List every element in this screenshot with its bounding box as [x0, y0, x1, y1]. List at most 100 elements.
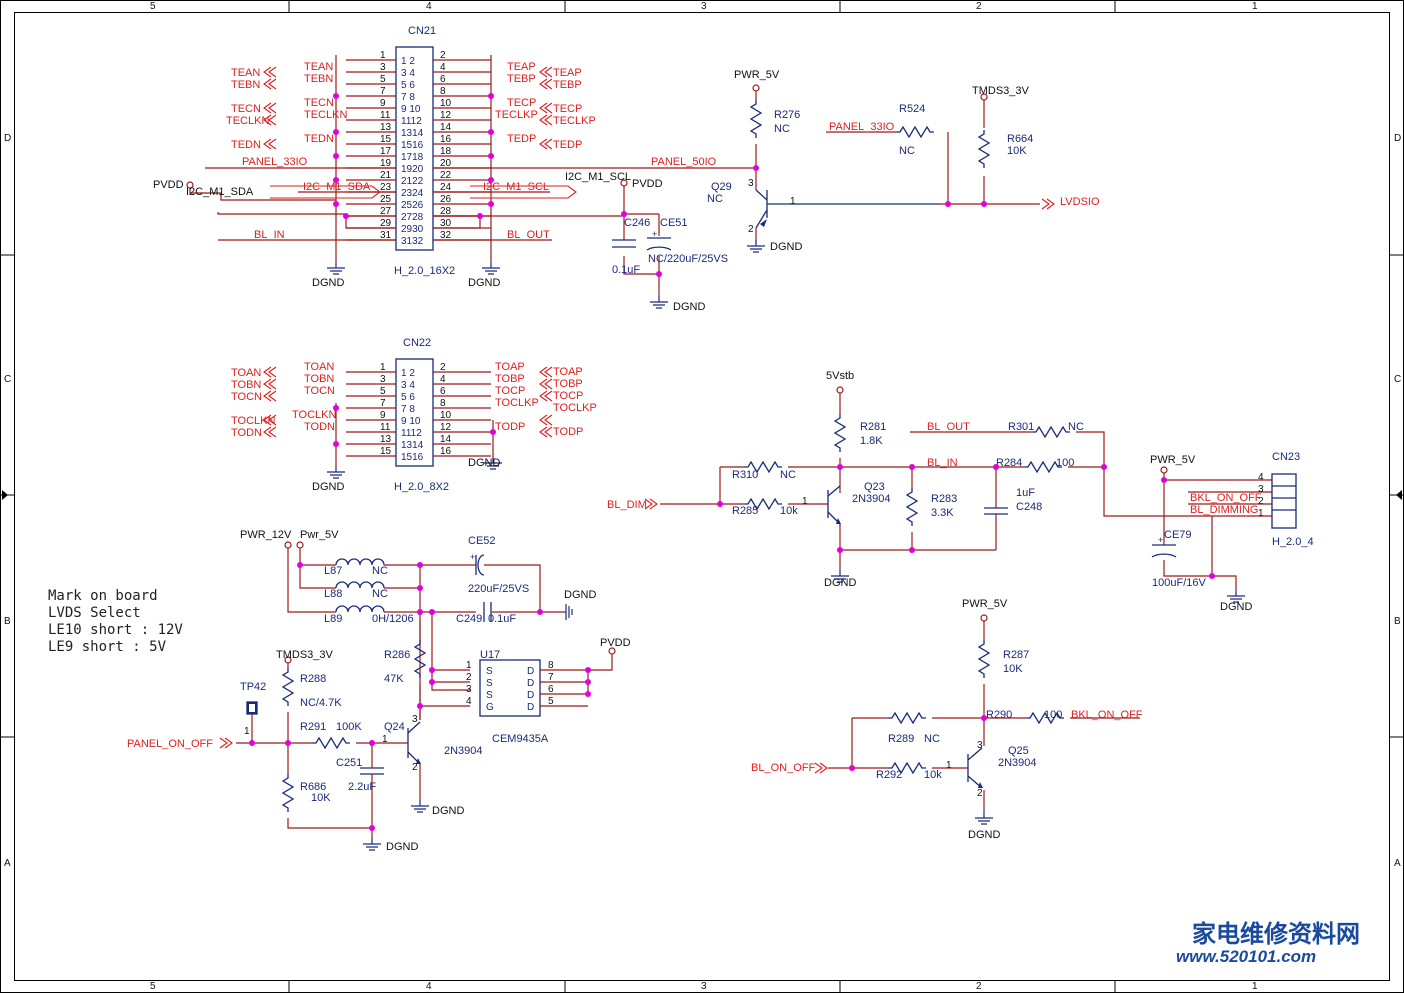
cn21-decoupling: +	[612, 179, 672, 309]
r287-value: 10K	[1003, 663, 1023, 675]
r289-ref: R289	[888, 733, 914, 745]
cn21-pin-22: 22	[440, 170, 452, 181]
r524-value: NC	[899, 145, 915, 157]
r301-ref: R301	[1008, 421, 1034, 433]
cn22-port-tobp: TOBP	[553, 378, 583, 390]
cn21-i2c-scl-bus: I2C_M1_SCL	[483, 181, 549, 193]
r686-value: 10K	[311, 792, 331, 804]
cn21-pin-4: 4	[440, 62, 446, 73]
cn22-row-6: 1314	[401, 440, 424, 451]
cn21-bl-out: BL_OUT	[507, 229, 550, 241]
r664-ref: R664	[1007, 133, 1033, 145]
q29-ref: Q29	[711, 181, 732, 193]
cn21-pin-23: 23	[380, 182, 392, 193]
cn21-wire-tedp: TEDP	[507, 133, 536, 145]
q24-gnd: DGND	[432, 805, 464, 817]
q29-gnd: DGND	[770, 241, 802, 253]
cn22-pin-12: 12	[440, 422, 452, 433]
ce51-value: NC/220uF/25VS	[648, 253, 728, 265]
cn21-port-teclkn: TECLKN	[226, 115, 269, 127]
cn21-cap-pvdd: PVDD	[632, 178, 663, 190]
cn21-pin-31: 31	[380, 230, 392, 241]
l89-ref: L89	[324, 613, 342, 625]
bl-on-off-circuit	[814, 614, 1140, 825]
cn21-port-teclkp: TECLKP	[553, 115, 596, 127]
c249-value: 0.1uF	[488, 613, 516, 625]
cn22-pin-2: 2	[440, 362, 446, 373]
q24-tmds: TMDS3_3V	[276, 649, 334, 661]
c251-ref: C251	[336, 757, 362, 769]
blon-pwr: PWR_5V	[962, 598, 1008, 610]
cn22-row-3: 7 8	[401, 404, 415, 415]
cn21-port-tebn: TEBN	[231, 79, 260, 91]
cn21-port-tean: TEAN	[231, 67, 260, 79]
cn22-pin-9: 9	[380, 410, 386, 421]
cn22-wire-toap: TOAP	[495, 361, 525, 373]
r290-ref: R290	[986, 709, 1012, 721]
cn21-wire-teap: TEAP	[507, 61, 536, 73]
watermark-cn: 家电维修资料网	[1192, 919, 1360, 948]
u17-pin-6: 6	[548, 684, 554, 695]
r288-value: NC/4.7K	[300, 697, 342, 709]
cn22-pin-13: 13	[380, 434, 392, 445]
cn21-row-9: 1920	[401, 164, 424, 175]
u17-value: CEM9435A	[492, 733, 549, 745]
cn21-pin-15: 15	[380, 134, 392, 145]
cn21-row-5: 1112	[401, 116, 422, 127]
cn23-pin3: 3	[1258, 484, 1264, 495]
l89-value: 0H/1206	[372, 613, 414, 625]
bl-dim-net: BL_DIM	[607, 499, 647, 511]
cn21-wire-tebn: TEBN	[304, 73, 333, 85]
r290-value: 100	[1044, 709, 1062, 721]
cn21-footprint: H_2.0_16X2	[394, 265, 455, 277]
u17-pin-1: 1	[466, 660, 472, 671]
blon-bkl-on-off: BKL_ON_OFF	[1071, 709, 1143, 721]
l87-ref: L87	[324, 565, 342, 577]
q24-pin1: 1	[382, 734, 388, 745]
cn21-pin-5: 5	[380, 74, 386, 85]
r291-value: 100K	[336, 721, 362, 733]
r286-ref: R286	[384, 649, 410, 661]
cn21-row-0: 1 2	[401, 56, 415, 67]
cn22-port-toclkp: TOCLKP	[553, 402, 597, 414]
r283-value: 3.3K	[931, 507, 954, 519]
r664-value: 10K	[1007, 145, 1027, 157]
svg-text:+: +	[652, 229, 657, 239]
cn21-pin-29: 29	[380, 218, 392, 229]
cn23-ref: CN23	[1272, 451, 1300, 463]
r283-ref: R283	[931, 493, 957, 505]
u17-pin-4: 4	[466, 696, 472, 707]
cn21-pin-26: 26	[440, 194, 452, 205]
tp42-ref: TP42	[240, 681, 266, 693]
r686-ref: R686	[300, 781, 326, 793]
r285-ref: R285	[732, 505, 758, 517]
cn21-wire-tecn: TECN	[304, 97, 334, 109]
q29-pin1: 1	[790, 196, 796, 207]
frame-row-left-C: C	[4, 374, 11, 385]
cn21-panel-33io: PANEL_33IO	[242, 156, 308, 168]
cn21-pin-32: 32	[440, 230, 452, 241]
svg-text:+: +	[470, 552, 475, 562]
cn22-wire-toan: TOAN	[304, 361, 334, 373]
u17-pin-5: 5	[548, 696, 554, 707]
cn23-footprint: H_2.0_4	[1272, 536, 1314, 548]
cn21-wire-tebp: TEBP	[507, 73, 536, 85]
note-line-1: Mark on board	[48, 588, 158, 604]
cn21-pin-14: 14	[440, 122, 452, 133]
cn22-row-1: 3 4	[401, 380, 415, 391]
cn22-port-todp: TODP	[553, 426, 583, 438]
r285-value: 10k	[780, 505, 798, 517]
cn22-gnd-right: DGND	[468, 457, 500, 469]
q24-value: 2N3904	[444, 745, 483, 757]
frame-col-bottom-5: 5	[150, 981, 156, 992]
note-line-2: LVDS Select	[48, 605, 141, 621]
cn22-port-tobn: TOBN	[231, 379, 261, 391]
pwr5-label: Pwr_5V	[300, 529, 339, 541]
cn21-bl-in: BL_IN	[254, 229, 285, 241]
cn22-footprint: H_2.0_8X2	[394, 481, 449, 493]
cn21-pin-6: 6	[440, 74, 446, 85]
cn21-ref: CN21	[408, 25, 436, 37]
cn22-net-labels: TOAN TOBN TOCN TOCLKN TODN TOAN TOBN TOC…	[231, 361, 597, 439]
r284-ref: R284	[996, 457, 1022, 469]
cn22-wire-tobp: TOBP	[495, 373, 525, 385]
